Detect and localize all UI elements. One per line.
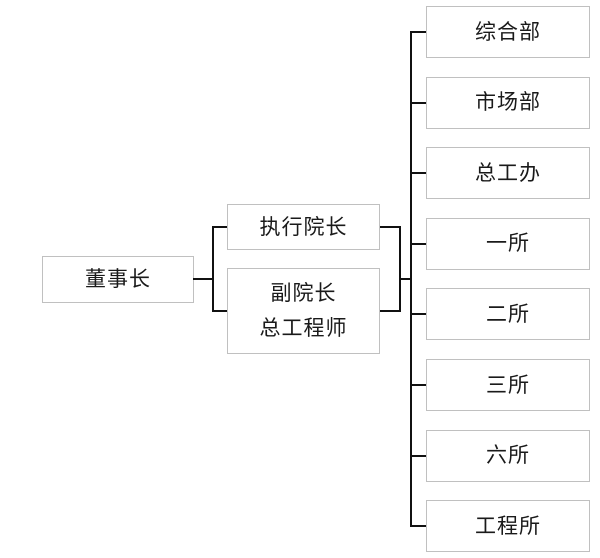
node-level3-item-1[interactable]: 市场部 bbox=[426, 76, 590, 129]
connector-vice-dean-to-right-bracket bbox=[380, 310, 401, 312]
node-chairman[interactable]: 董事长 bbox=[42, 256, 194, 303]
node-vice-dean[interactable]: 副院长 总工程师 bbox=[227, 268, 380, 354]
node-level3-item-6[interactable]: 六所 bbox=[426, 429, 590, 482]
connector-trunk-to-level3-item-0 bbox=[410, 31, 426, 33]
node-level3-item-0-label: 综合部 bbox=[475, 19, 541, 44]
connector-level3-trunk bbox=[410, 32, 412, 527]
node-level3-item-1-label: 市场部 bbox=[475, 90, 541, 115]
node-level3-item-2[interactable]: 总工办 bbox=[426, 147, 590, 200]
connector-trunk-to-level3-item-4 bbox=[410, 313, 426, 316]
node-chairman-label: 董事长 bbox=[85, 267, 151, 291]
node-vice-dean-label-line2: 总工程师 bbox=[259, 316, 348, 340]
node-level3-item-6-label: 六所 bbox=[486, 443, 530, 468]
node-executive-dean[interactable]: 执行院长 bbox=[227, 204, 380, 250]
node-level3-item-3[interactable]: 一所 bbox=[426, 217, 590, 270]
connector-trunk-to-level3-item-6 bbox=[410, 454, 426, 457]
connector-trunk-to-level3-item-5 bbox=[410, 384, 426, 386]
connector-trunk-to-level3-item-7 bbox=[410, 525, 426, 528]
node-level3-item-7-label: 工程所 bbox=[475, 513, 541, 538]
node-level3-item-7[interactable]: 工程所 bbox=[426, 500, 590, 553]
node-level3-item-4[interactable]: 二所 bbox=[426, 288, 590, 341]
node-level3-item-4-label: 二所 bbox=[486, 301, 530, 326]
connector-trunk-to-level3-item-3 bbox=[410, 242, 426, 245]
node-level3-item-3-label: 一所 bbox=[486, 231, 530, 256]
connector-executive-dean-to-right-bracket bbox=[380, 226, 401, 228]
node-executive-dean-label: 执行院长 bbox=[259, 214, 348, 239]
node-level3-item-0[interactable]: 综合部 bbox=[426, 6, 590, 58]
connector-right-bracket-spine bbox=[399, 226, 401, 312]
node-level3-item-2-label: 总工办 bbox=[475, 160, 541, 185]
connector-trunk-to-level3-item-1 bbox=[410, 101, 426, 104]
node-level3-item-5[interactable]: 三所 bbox=[426, 359, 590, 411]
connector-left-bracket-spine bbox=[212, 226, 214, 312]
connector-bracket-to-executive-dean bbox=[212, 226, 229, 228]
node-level3-item-5-label: 三所 bbox=[486, 372, 530, 397]
connector-bracket-to-vice-dean bbox=[212, 310, 229, 312]
node-vice-dean-label-line1: 副院长 bbox=[270, 281, 337, 305]
connector-right-bracket-to-trunk bbox=[399, 278, 412, 280]
connector-trunk-to-level3-item-2 bbox=[410, 172, 426, 175]
connector-chairman-to-bracket bbox=[193, 278, 214, 280]
